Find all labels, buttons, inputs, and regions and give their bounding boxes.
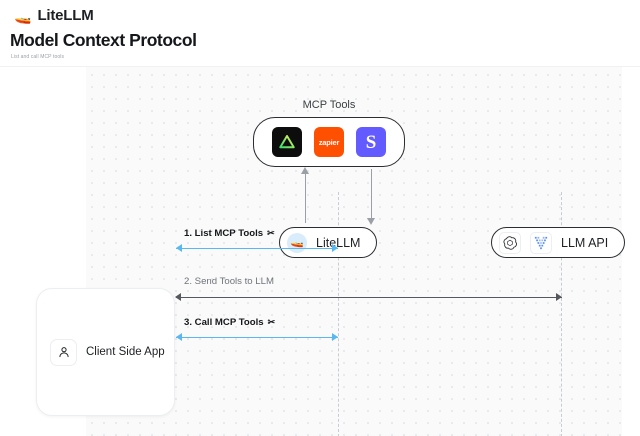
stripe-tool-icon[interactable]: S <box>356 127 386 157</box>
zapier-tool-icon[interactable]: zapier <box>314 127 344 157</box>
page-title: Model Context Protocol <box>10 30 197 50</box>
node-llm-api-label: LLM API <box>561 235 609 250</box>
message-1-arrow-left <box>176 244 182 252</box>
message-1-line <box>176 248 338 249</box>
tools-glyph-icon: ✂ <box>267 317 276 327</box>
tools-up-arrow-head <box>300 167 309 174</box>
message-3-label: 3. Call MCP Tools ✂ <box>184 317 275 328</box>
node-client-side-app[interactable]: Client Side App <box>36 288 175 416</box>
message-1-label: 1. List MCP Tools ✂ <box>184 228 275 239</box>
mcp-tools-title: MCP Tools <box>302 99 356 111</box>
litellm-logo-icon: 🚤 <box>14 7 32 24</box>
message-2-line <box>176 297 562 298</box>
openai-icon <box>499 231 521 254</box>
message-2-arrow-right <box>556 293 562 301</box>
zapier-wordmark: zapier <box>318 137 340 147</box>
brand-name: LiteLLM <box>37 7 94 24</box>
message-2-arrow-left <box>175 293 181 301</box>
vertex-ai-icon <box>530 231 552 254</box>
node-litellm-label: LiteLLM <box>316 235 361 250</box>
message-3-arrow-right <box>332 333 338 341</box>
linear-tool-icon[interactable] <box>272 127 302 157</box>
message-2-text: 2. Send Tools to LLM <box>184 276 274 287</box>
message-3-text: 3. Call MCP Tools <box>184 317 264 328</box>
canvas-right-gutter <box>622 67 640 436</box>
brand: 🚤 LiteLLM <box>14 7 94 24</box>
llm-api-lifeline <box>561 192 562 436</box>
message-1-arrow-right <box>332 244 338 252</box>
page-subtitle: List and call MCP tools <box>11 54 65 60</box>
node-llm-api[interactable]: LLM API <box>491 227 626 258</box>
tools-glyph-icon: ✂ <box>267 228 275 238</box>
stripe-wordmark: S <box>365 131 377 153</box>
message-3-arrow-left <box>176 333 182 341</box>
tools-up-arrow-line <box>305 171 306 223</box>
node-litellm[interactable]: 🚤 LiteLLM <box>279 227 378 258</box>
user-icon <box>50 338 77 366</box>
diagram-canvas: MCP Tools zapier S <box>0 66 640 436</box>
mcp-tools-box[interactable]: zapier S <box>253 117 405 167</box>
tools-down-arrow-line <box>371 169 372 219</box>
mcp-tools-title-wrap: MCP Tools <box>253 99 405 113</box>
node-client-side-app-label: Client Side App <box>86 346 165 358</box>
tools-down-arrow-head <box>366 218 375 225</box>
litellm-lifeline <box>338 192 339 436</box>
message-1-text: 1. List MCP Tools <box>184 228 264 239</box>
litellm-avatar-icon: 🚤 <box>287 232 307 253</box>
message-3-line <box>176 337 338 338</box>
message-2-label: 2. Send Tools to LLM <box>184 276 274 287</box>
